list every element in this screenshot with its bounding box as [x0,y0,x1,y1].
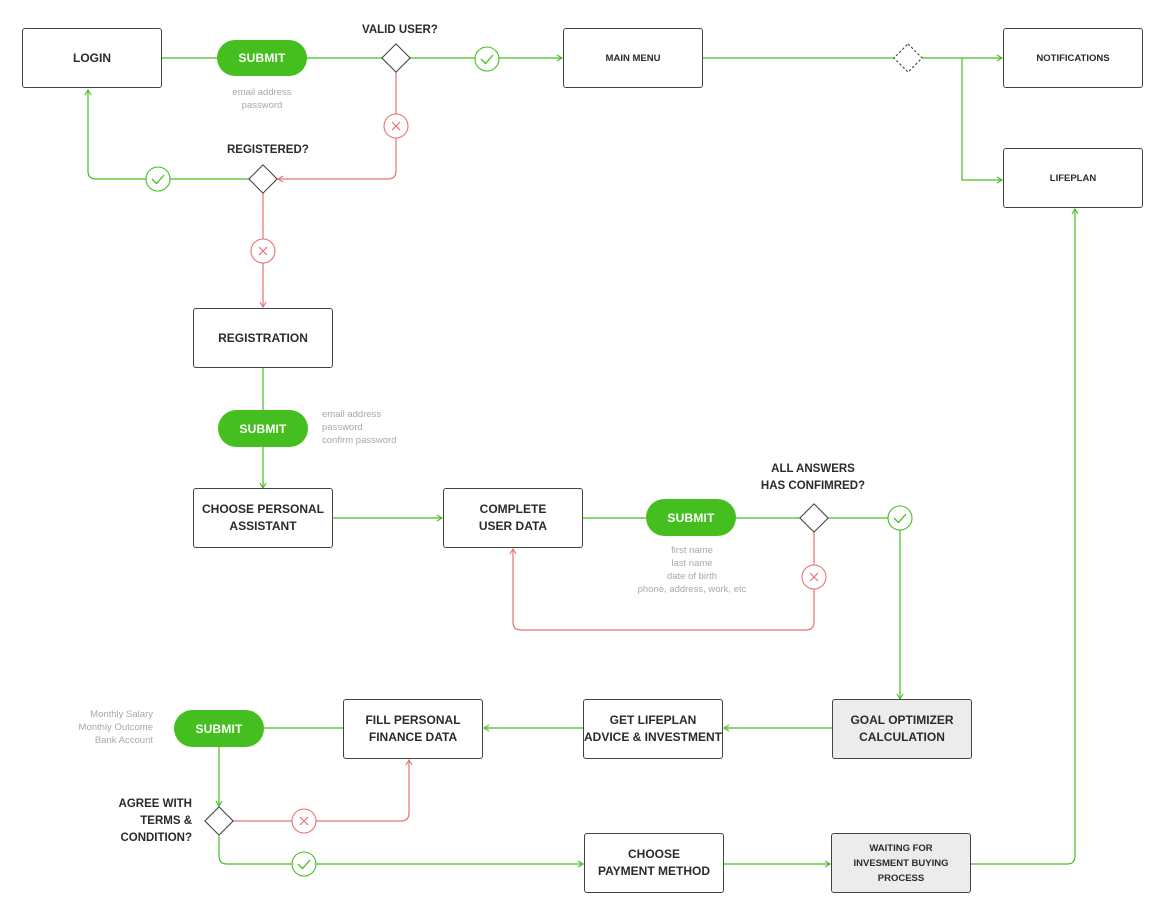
check-icon-valid-user [474,46,500,72]
node-notifications: NOTIFICATIONS [1003,28,1143,88]
edge-waiting-lifeplan [971,207,1079,865]
node-waiting: WAITING FOR INVESMENT BUYING PROCESS [831,833,971,893]
submit-button-login[interactable]: SUBMIT [217,40,307,76]
edge-terms-payment [218,836,585,868]
node-fill-finance: FILL PERSONAL FINANCE DATA [343,699,483,759]
node-choose-payment: CHOOSE PAYMENT METHOD [584,833,724,893]
node-get-lifeplan: GET LIFEPLAN ADVICE & INVESTMENT [583,699,723,759]
edge-terms-finance-no [233,758,413,822]
note-registration-fields: email address password confirm password [322,409,397,446]
check-icon-registered [145,166,171,192]
note-login-fields: email address password [232,87,292,111]
check-icon-agree-terms [291,851,317,877]
node-choose-assistant: CHOOSE PERSONAL ASSISTANT [193,488,333,548]
close-icon-valid-user [383,113,409,139]
edge-answers-goal [828,517,904,701]
edge-valid-registered-no [276,72,397,183]
decision-label-agree-terms: AGREE WITH TERMS & CONDITION? [118,798,192,844]
decision-all-answers [799,503,829,533]
decision-label-registered: REGISTERED? [227,144,309,156]
close-icon-all-answers [801,564,827,590]
close-icon-registered [250,238,276,264]
submit-button-finance[interactable]: SUBMIT [174,710,264,747]
decision-registered [248,164,278,194]
note-user-data-fields: first name last name date of birth phone… [637,545,747,595]
node-goal-optimizer: GOAL OPTIMIZER CALCULATION [832,699,972,759]
submit-button-user-data[interactable]: SUBMIT [646,499,736,536]
node-login: LOGIN [22,28,162,88]
submit-button-registration[interactable]: SUBMIT [218,410,308,447]
edge-registered-login [84,88,249,180]
node-registration: REGISTRATION [193,308,333,368]
note-finance-fields: Monthly Salary Monthly Outcome Bank Acco… [78,709,153,746]
decision-agree-terms [204,806,234,836]
node-complete-user-data: COMPLETE USER DATA [443,488,583,548]
decision-valid-user [381,43,411,73]
decision-label-valid-user: VALID USER? [362,24,438,36]
close-icon-agree-terms [291,808,317,834]
node-lifeplan: LIFEPLAN [1003,148,1143,208]
edge-answers-userdata-no [509,532,815,631]
check-icon-all-answers [887,505,913,531]
node-main-menu: MAIN MENU [563,28,703,88]
edge-branch-lifeplan [961,58,1004,184]
decision-branch-menu [893,43,923,73]
decision-label-all-answers: ALL ANSWERS HAS CONFIMRED? [760,463,866,492]
